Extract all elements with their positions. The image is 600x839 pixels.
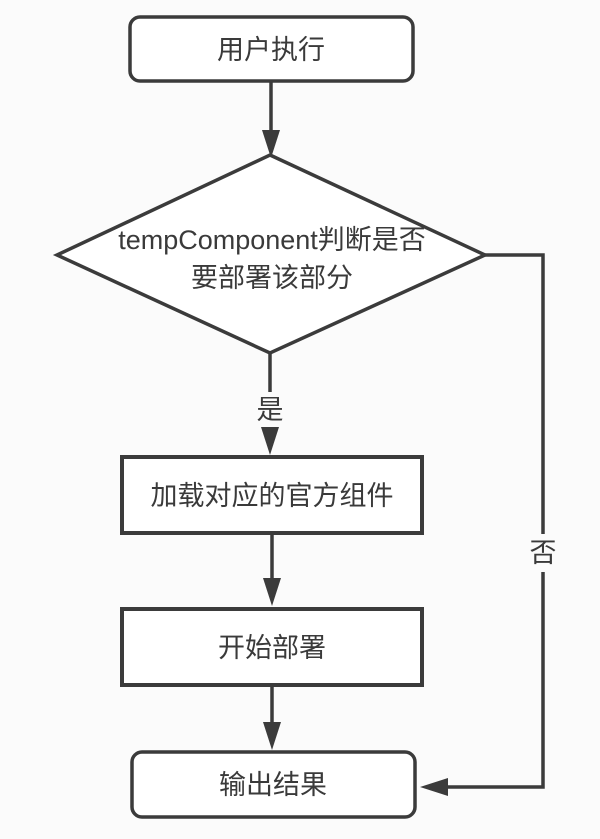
arrow-down-icon [263, 578, 281, 606]
load-node-shape [120, 455, 424, 535]
output-node-label: 输出结果 [219, 770, 327, 800]
decision-node-label-line2: 要部署该部分 [191, 263, 353, 293]
start-node-shape [128, 15, 415, 83]
load-node: 加载对应的官方组件 [120, 455, 424, 535]
no-branch-label: 否 [530, 538, 557, 568]
load-node-label: 加载对应的官方组件 [151, 481, 394, 511]
edge-deploy-output [263, 685, 281, 750]
decision-node: tempComponent判断是否 要部署该部分 [52, 153, 490, 355]
deploy-node: 开始部署 [120, 607, 424, 687]
output-node-shape [130, 750, 417, 819]
arrow-down-icon [263, 722, 281, 750]
start-node-label: 用户执行 [217, 35, 325, 65]
deploy-node-label: 开始部署 [218, 633, 326, 663]
arrow-down-icon [261, 427, 279, 455]
edge-line [485, 253, 545, 534]
output-node: 输出结果 [130, 750, 417, 819]
edge-start-decision [262, 81, 280, 158]
decision-node-label-line1: tempComponent判断是否 [118, 225, 426, 255]
decision-node-shape [52, 153, 490, 355]
edge-load-deploy [263, 533, 281, 606]
start-node: 用户执行 [128, 15, 415, 83]
yes-branch-label: 是 [257, 395, 284, 425]
arrow-down-icon [262, 130, 280, 158]
arrow-left-icon [420, 778, 448, 796]
edge-line [440, 572, 545, 789]
edge-decision-load-yes: 是 [257, 353, 284, 455]
edge-decision-output-no: 否 [420, 253, 557, 796]
deploy-node-shape [120, 607, 424, 687]
